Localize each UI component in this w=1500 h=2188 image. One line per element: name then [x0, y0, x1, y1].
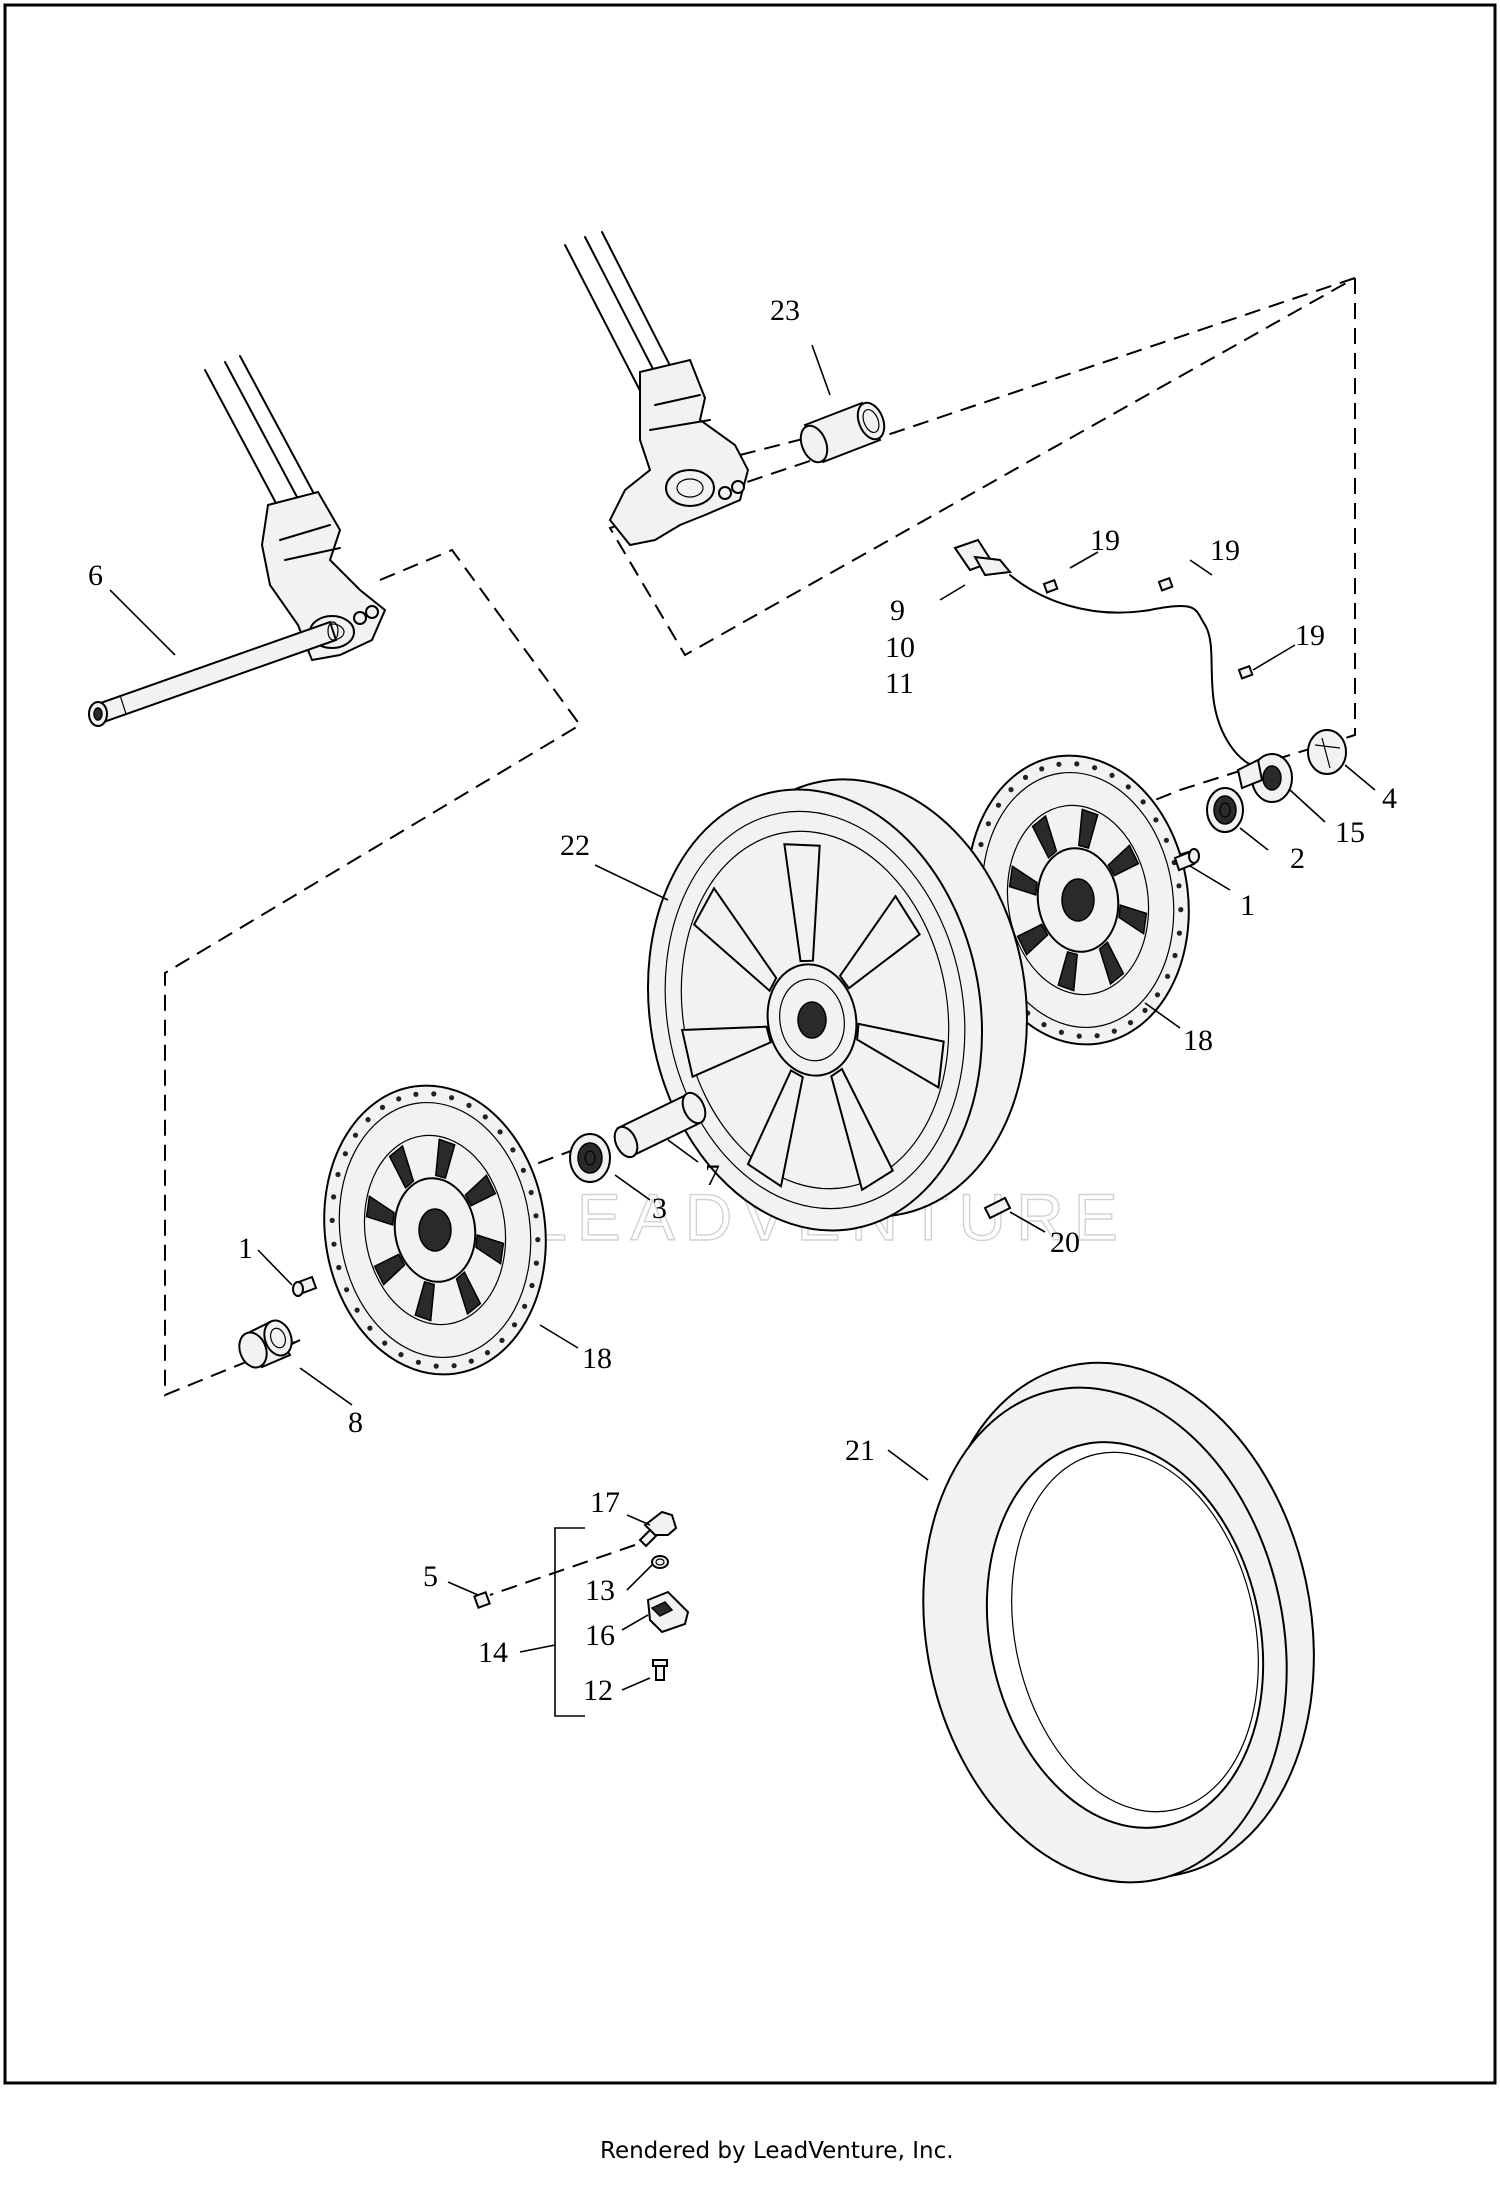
diagram-frame	[3, 3, 1497, 2085]
wheel-speed-sensor	[953, 538, 1293, 803]
front-tire	[922, 1361, 1315, 1884]
front-axle	[88, 620, 339, 727]
callout-17: 17	[590, 1486, 620, 1519]
callout-19-b: 19	[1210, 534, 1240, 567]
callout-12: 12	[583, 1674, 613, 1707]
callout-13: 13	[585, 1574, 615, 1607]
callout-3: 3	[652, 1192, 667, 1225]
callout-4: 4	[1382, 782, 1397, 815]
callout-1-left: 1	[238, 1232, 253, 1265]
callout-8: 8	[348, 1406, 363, 1439]
callout-21: 21	[845, 1434, 875, 1467]
footer-credit: Rendered by LeadVenture, Inc.	[600, 2138, 954, 2164]
axle-sleeve	[613, 1091, 707, 1159]
cast-wheel	[646, 778, 1028, 1232]
callout-9: 9	[890, 594, 905, 627]
valve-cap	[473, 1591, 491, 1609]
callout-2: 2	[1290, 842, 1305, 875]
callout-10: 10	[885, 631, 915, 664]
callout-14: 14	[478, 1636, 508, 1669]
tpms-washer	[651, 1555, 669, 1569]
left-brake-rotor	[323, 1084, 547, 1376]
callout-5: 5	[423, 1560, 438, 1593]
callout-7: 7	[705, 1159, 720, 1192]
callout-23: 23	[770, 294, 800, 327]
callout-18-left: 18	[582, 1342, 612, 1375]
wheel-spacer-left	[238, 1319, 293, 1369]
tpms-sensor	[646, 1590, 690, 1634]
cable-clips	[1042, 576, 1254, 680]
tpms-valve-stem	[638, 1510, 678, 1548]
callout-22: 22	[560, 829, 590, 862]
callout-19-c: 19	[1295, 619, 1325, 652]
left-fork-leg	[204, 355, 387, 662]
callout-19-a: 19	[1090, 524, 1120, 557]
callout-18-right: 18	[1183, 1024, 1213, 1057]
rotor-bolt-left	[292, 1275, 318, 1297]
leader-lines	[109, 344, 1376, 1691]
callout-labels: 23 6 19 19 19 9 10 11 4 15 2 1 18 22 7 3…	[88, 294, 1397, 1707]
right-fork-leg	[564, 231, 750, 547]
wheel-spacer-right	[799, 401, 886, 464]
callout-16: 16	[585, 1619, 615, 1652]
callout-6: 6	[88, 559, 103, 592]
callout-15: 15	[1335, 816, 1365, 849]
callout-11: 11	[885, 667, 914, 700]
callout-20: 20	[1050, 1226, 1080, 1259]
left-bearing	[569, 1133, 611, 1183]
sensor-ring	[1307, 729, 1347, 775]
right-bearing	[1206, 787, 1244, 833]
callout-1-right: 1	[1240, 889, 1255, 922]
tpms-screw	[652, 1659, 668, 1681]
tpms-kit-bracket	[554, 1527, 585, 1717]
valve-stem	[983, 1196, 1012, 1220]
rotor-bolt-right	[1173, 848, 1200, 872]
